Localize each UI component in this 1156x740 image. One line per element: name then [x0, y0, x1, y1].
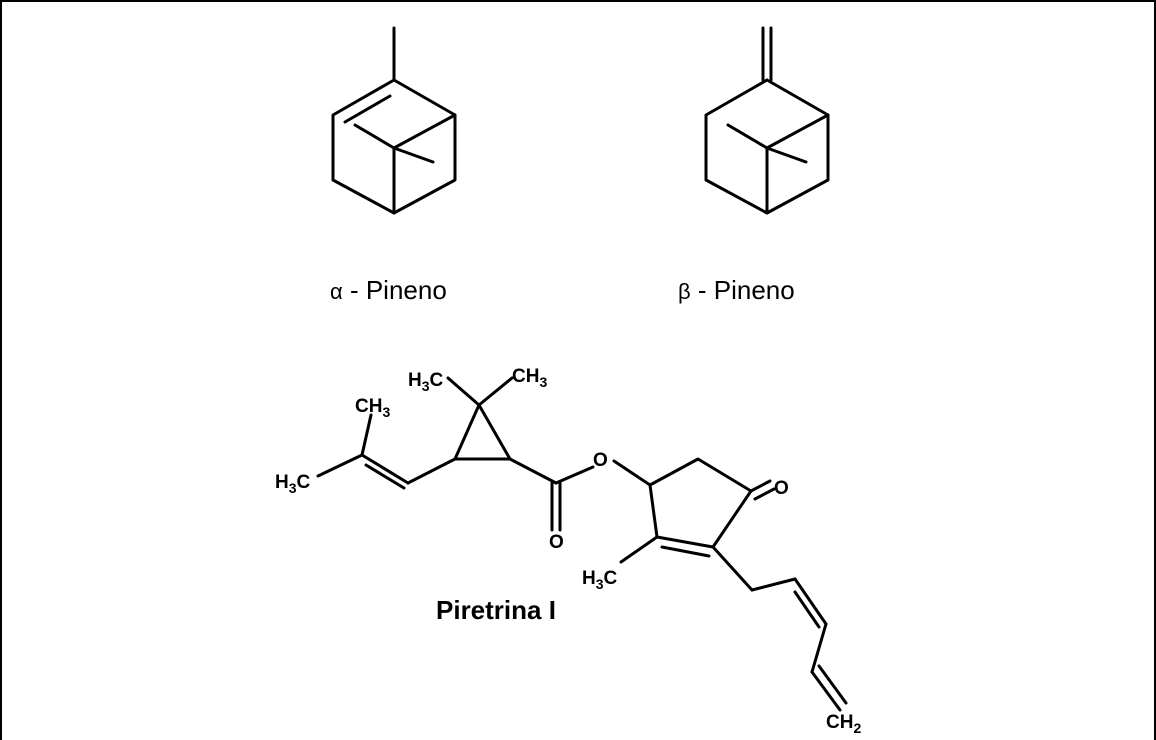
chain-bond-1 [711, 545, 754, 592]
terminal-double-bond [810, 670, 842, 712]
carbonyl-oxygen-label: O [549, 532, 564, 553]
beta-pinene-structure [704, 26, 830, 215]
chain-bond-3 [810, 622, 828, 674]
alpha-pinene-structure [331, 26, 457, 215]
gem-methyl-left [446, 376, 481, 407]
beta-greek-letter: β [678, 279, 691, 304]
ketone-bond-b [753, 487, 776, 501]
cyclopentenone-ring [648, 457, 753, 549]
ring-methyl-bond [619, 535, 659, 564]
gem-methyl-right [477, 376, 514, 407]
ch3-to-alkene [360, 413, 373, 457]
pyrethrin-structure: H3C CH3 CH3 H3C O O O H3C CH2 [275, 366, 861, 736]
beta-pinene-name: β - Pineno [678, 275, 795, 305]
h3c-label-ring: H3C [582, 568, 618, 592]
oxygen-to-ring [612, 459, 652, 487]
h3c-label-top: H3C [408, 370, 444, 394]
alpha-gem-methyl-2 [392, 146, 435, 164]
ketone-bond-a [749, 479, 772, 493]
beta-gem-methyl-1 [726, 123, 769, 150]
terminal-double-bond-inner [817, 664, 848, 705]
beta-bridge-link [765, 113, 830, 150]
alpha-greek-letter: α [330, 279, 343, 304]
alkene-bond [360, 453, 410, 485]
beta-name-text: - Pineno [691, 275, 795, 305]
ch2-label-terminal: CH2 [826, 712, 861, 736]
alpha-bridge-link [392, 113, 457, 150]
alpha-gem-methyl-1 [353, 123, 396, 150]
cis-double-bond [793, 577, 828, 626]
ring-to-carbonyl [508, 457, 558, 485]
carbonyl-to-oxygen [554, 465, 595, 485]
h3c-to-alkene [316, 453, 364, 478]
beta-gem-methyl-2 [765, 146, 808, 164]
h3c-label-alkene: H3C [275, 472, 311, 496]
ch3-label-top: CH3 [512, 366, 547, 390]
cyclopropane-ring [453, 403, 512, 461]
alpha-name-text: - Pineno [343, 275, 447, 305]
cis-double-bond-inner [793, 590, 821, 629]
ch3-label-alkene: CH3 [355, 396, 390, 420]
alpha-double-bond [343, 94, 392, 124]
chain-bond-2 [750, 577, 797, 592]
pyrethrin-name: Piretrina I [436, 595, 556, 625]
alpha-pinene-name: α - Pineno [330, 275, 447, 305]
ring-double-bond [660, 545, 711, 558]
ketone-oxygen-label: O [774, 478, 789, 499]
alkene-to-ring [406, 457, 457, 485]
alkene-double-bond [364, 463, 406, 490]
ester-oxygen-label: O [593, 450, 608, 471]
